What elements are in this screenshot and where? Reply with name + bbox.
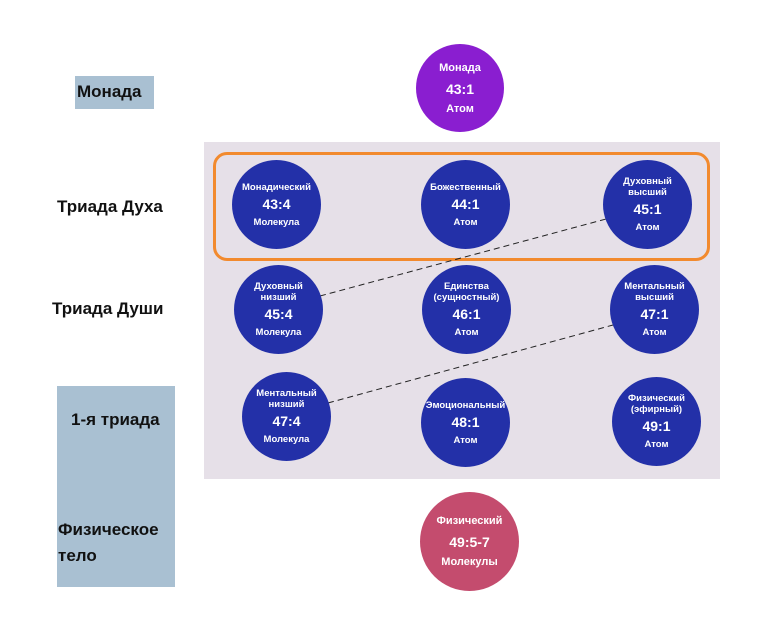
label-physical-body-line1: Физическое [58, 520, 159, 539]
node-physical-type: Молекулы [441, 556, 498, 568]
node-physical-etheric-name: Физический (эфирный) [628, 393, 685, 415]
label-monad: Монада [77, 82, 142, 101]
lower-label-box [57, 386, 175, 587]
node-physical-etheric-type: Атом [644, 439, 669, 450]
node-mental-lower-code: 47:4 [272, 413, 301, 429]
node-physical-etheric-code: 49:1 [642, 418, 671, 434]
node-spiritual-lower-name: Духовный низший [254, 281, 303, 303]
node-spiritual-lower-code: 45:4 [264, 306, 293, 322]
node-mental-lower-name: Ментальный низший [256, 388, 317, 410]
node-unity: Единства (сущностный) 46:1 Атом [422, 265, 511, 354]
node-spiritual-higher-type: Атом [635, 222, 660, 233]
node-unity-name: Единства (сущностный) [433, 281, 500, 303]
node-unity-type: Атом [454, 327, 479, 338]
node-mental-higher: Ментальный высший 47:1 Атом [610, 265, 699, 354]
node-monad-name: Монада [439, 61, 481, 74]
label-soul-triad: Триада Души [52, 299, 164, 318]
node-monadic-code: 43:4 [262, 195, 291, 212]
node-mental-lower-type: Молекула [263, 434, 310, 445]
node-physical: Физический 49:5-7 Молекулы [420, 492, 519, 591]
node-spiritual-higher-code: 45:1 [633, 201, 662, 217]
node-monad-code: 43:1 [445, 80, 475, 97]
node-spiritual-higher: Духовный высший 45:1 Атом [603, 160, 692, 249]
node-divine-code: 44:1 [451, 195, 480, 212]
node-spiritual-higher-name: Духовный высший [623, 176, 672, 198]
label-physical-body-line2: тело [58, 546, 97, 565]
node-physical-code: 49:5-7 [449, 534, 490, 550]
node-mental-higher-name: Ментальный высший [624, 281, 685, 303]
node-physical-name: Физический [436, 515, 503, 527]
node-emotional-name: Эмоциональный [425, 399, 506, 411]
node-emotional: Эмоциональный 48:1 Атом [421, 378, 510, 467]
node-unity-code: 46:1 [452, 306, 481, 322]
node-mental-lower: Ментальный низший 47:4 Молекула [242, 372, 331, 461]
node-monadic: Монадический 43:4 Молекула [232, 160, 321, 249]
node-emotional-code: 48:1 [451, 413, 480, 430]
node-emotional-type: Атом [453, 434, 478, 446]
node-monad: Монада 43:1 Атом [416, 44, 504, 132]
label-spirit-triad: Триада Духа [57, 197, 163, 216]
node-mental-higher-type: Атом [642, 327, 667, 338]
node-monad-type: Атом [446, 102, 474, 115]
node-divine-type: Атом [453, 216, 478, 228]
label-first-triad: 1-я триада [71, 410, 160, 429]
node-divine-name: Божественный [430, 181, 501, 193]
node-divine: Божественный 44:1 Атом [421, 160, 510, 249]
node-spiritual-lower: Духовный низший 45:4 Молекула [234, 265, 323, 354]
node-monadic-type: Молекула [253, 216, 300, 228]
node-spiritual-lower-type: Молекула [255, 327, 302, 338]
node-monadic-name: Монадический [241, 181, 311, 193]
spirit-triad-highlight-frame [213, 152, 710, 261]
node-mental-higher-code: 47:1 [640, 306, 669, 322]
node-physical-etheric: Физический (эфирный) 49:1 Атом [612, 377, 701, 466]
monad-label-box [75, 76, 154, 109]
